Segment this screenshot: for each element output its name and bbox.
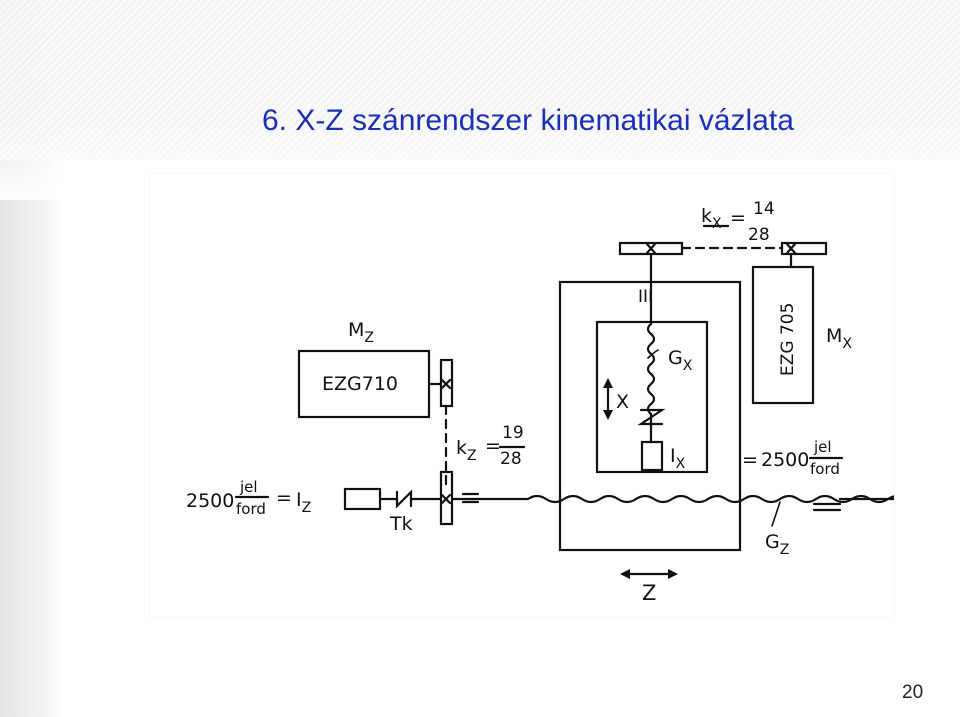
slide-title: 6. X-Z szánrendszer kinematikai vázlata [262,104,794,137]
kx-numerator: 14 [753,199,775,219]
kz-equals: = [485,435,501,457]
kx-denominator: 28 [748,225,770,245]
roman-three-label: III [638,287,653,307]
tk-clutch [395,489,413,509]
enc-x-equals: = [742,449,758,471]
iz-label: IZ [296,489,311,516]
enc-x-value: 2500 [761,449,809,471]
x-motor-box [751,265,815,405]
enc-z-value: 2500 [186,490,234,512]
x-encoder-box [640,440,664,472]
x-motor-name: EZG 705 [778,303,798,376]
enc-x-num: jel [813,438,832,456]
z-motor-name: EZG710 [322,373,398,395]
enc-z-den: ford [236,500,266,518]
kz-numerator: 19 [502,423,524,443]
z-axis-label: Z [642,581,656,605]
page-number: 20 [902,682,924,703]
enc-z-equals: = [276,487,292,509]
enc-z-num: jel [239,478,258,496]
mx-label: MX [826,325,852,352]
z-encoder-box [343,487,382,511]
mz-label: MZ [348,319,374,346]
kx-label: kX [701,205,722,232]
kx-equals: = [730,207,746,229]
x-screw [646,322,656,416]
kinematic-diagram: kX = 14 28 III MX EZG 705 GX X IX = 2500… [150,174,894,617]
enc-x-den: ford [810,460,840,478]
kz-label: kZ [456,437,477,464]
ix-label: IX [670,445,686,472]
z-screw [526,494,894,504]
gz-label: GZ [765,531,789,558]
gx-label: GX [668,347,693,374]
tk-label: Tk [389,513,413,535]
diagram-svg: kX = 14 28 III MX EZG 705 GX X IX = 2500… [186,199,894,605]
kz-denominator: 28 [500,449,522,469]
x-axis-label: X [616,391,629,413]
